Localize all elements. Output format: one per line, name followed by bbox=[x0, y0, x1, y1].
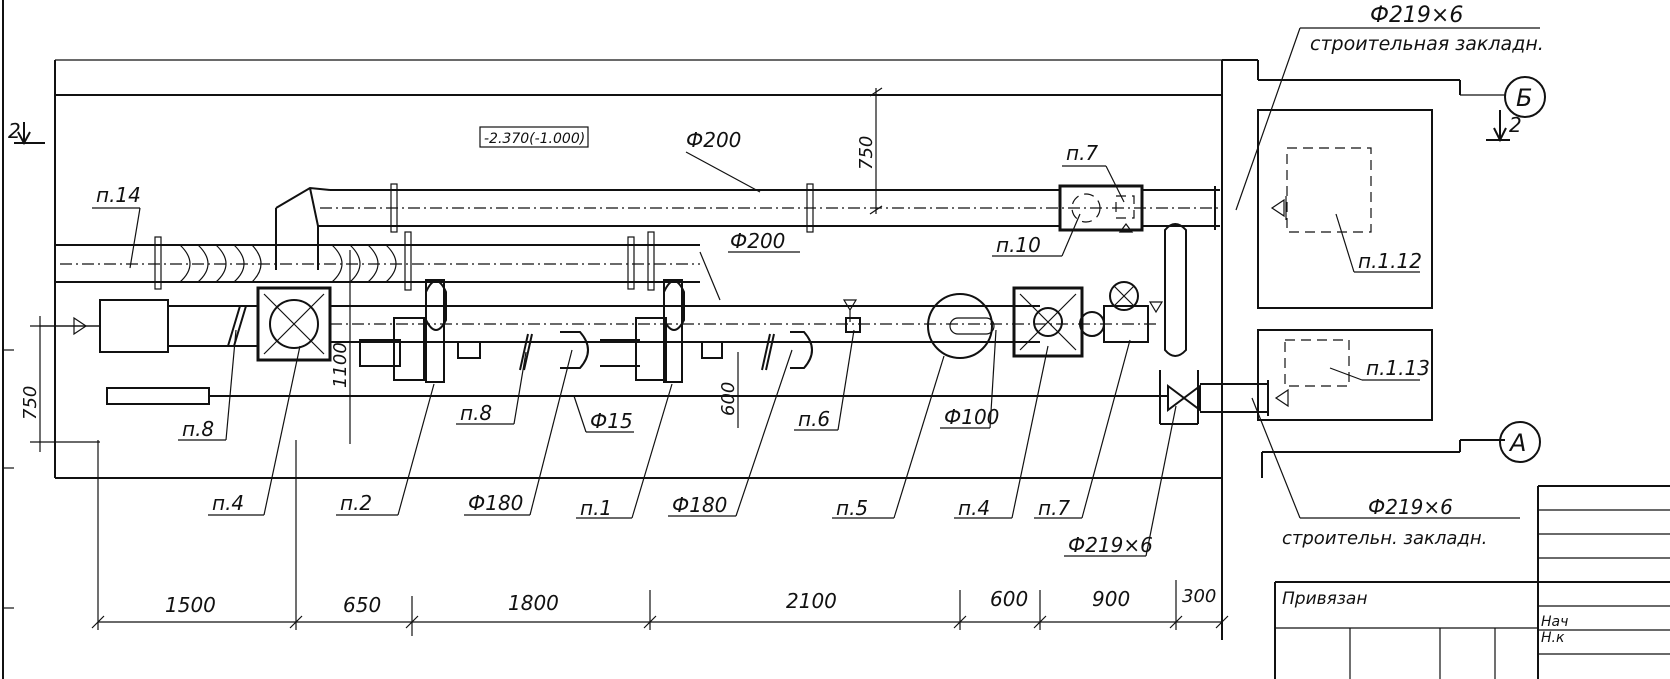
dimensions: 750 750 1100 600 1500 650 1800 2100 600 … bbox=[20, 87, 1229, 636]
section-mark-right: 2 bbox=[1486, 110, 1522, 143]
sheet-border bbox=[2, 0, 14, 679]
label-f180-b: Ф180 bbox=[672, 493, 727, 517]
label-p6: п.6 bbox=[798, 407, 830, 431]
sleeve-top-size: Ф219×6 bbox=[1370, 3, 1463, 28]
dim-600-v: 600 bbox=[718, 382, 739, 416]
axis-marker-b: Б bbox=[1504, 76, 1546, 118]
elevation-text: -2.370(-1.000) bbox=[484, 131, 585, 147]
main-line bbox=[40, 223, 1289, 425]
title-nk: Н.к bbox=[1541, 630, 1565, 646]
duct-mid bbox=[55, 231, 700, 291]
sleeve-bottom-note: строительн. закладн. bbox=[1282, 528, 1487, 549]
label-p8-left: п.8 bbox=[182, 417, 214, 441]
elevation-mark: -2.370(-1.000) bbox=[479, 126, 589, 148]
label-p113: п.1.13 bbox=[1366, 356, 1430, 380]
label-p10: п.10 bbox=[996, 233, 1041, 257]
label-f219-bottom: Ф219×6 bbox=[1068, 533, 1153, 557]
axis-label-b: Б bbox=[1516, 84, 1532, 112]
title-nach: Нач bbox=[1541, 614, 1568, 630]
label-p112: п.1.12 bbox=[1358, 249, 1422, 273]
pipe-top-label: Ф200 bbox=[686, 128, 741, 152]
pipe-labels: Ф200 Ф200 bbox=[685, 128, 800, 301]
dim-2100: 2100 bbox=[786, 589, 837, 613]
channel-outline bbox=[54, 59, 1505, 640]
duct-top bbox=[275, 183, 1287, 270]
axis-label-a: А bbox=[1508, 429, 1526, 457]
label-p4-left: п.4 bbox=[212, 491, 244, 515]
label-p14: п.14 bbox=[96, 183, 141, 207]
section-label-left: 2 bbox=[8, 119, 21, 143]
dim-1500: 1500 bbox=[165, 593, 216, 617]
dim-650: 650 bbox=[343, 593, 381, 617]
dim-300: 300 bbox=[1182, 586, 1216, 607]
dim-750-left: 750 bbox=[20, 386, 41, 420]
dim-750-top: 750 bbox=[856, 136, 877, 170]
sleeve-bottom-size: Ф219×6 bbox=[1368, 495, 1453, 519]
label-p7-bottom: п.7 bbox=[1038, 496, 1070, 520]
section-mark-left: 2 bbox=[8, 119, 45, 146]
label-p2: п.2 bbox=[340, 491, 372, 515]
pipe-mid-label: Ф200 bbox=[730, 229, 785, 253]
title-block: Привязан Нач Н.к bbox=[1274, 485, 1670, 679]
label-f180-a: Ф180 bbox=[468, 491, 523, 515]
sleeve-top-callout: Ф219×6 строительная закладн. bbox=[1235, 3, 1544, 211]
sleeve-top-note: строительная закладн. bbox=[1310, 33, 1544, 55]
dim-600: 600 bbox=[990, 587, 1028, 611]
label-p8-mid: п.8 bbox=[460, 401, 492, 425]
axis-marker-a: А bbox=[1499, 421, 1541, 463]
label-p4-right: п.4 bbox=[958, 496, 990, 520]
label-p5: п.5 bbox=[836, 496, 868, 520]
label-p1: п.1 bbox=[580, 496, 612, 520]
title-privyazan: Привязан bbox=[1282, 589, 1367, 609]
dim-1100: 1100 bbox=[330, 342, 351, 388]
label-p7-top: п.7 bbox=[1066, 141, 1098, 165]
leader-labels: п.14 п.7 п.10 п.1.12 п.1.13 п.8 п.8 Ф15 … bbox=[92, 141, 1430, 557]
sleeve-bottom-callout: Ф219×6 строительн. закладн. bbox=[1251, 397, 1520, 549]
dim-1800: 1800 bbox=[508, 591, 559, 615]
label-f15: Ф15 bbox=[590, 409, 633, 433]
section-label-right: 2 bbox=[1509, 113, 1522, 137]
dim-900: 900 bbox=[1092, 587, 1130, 611]
